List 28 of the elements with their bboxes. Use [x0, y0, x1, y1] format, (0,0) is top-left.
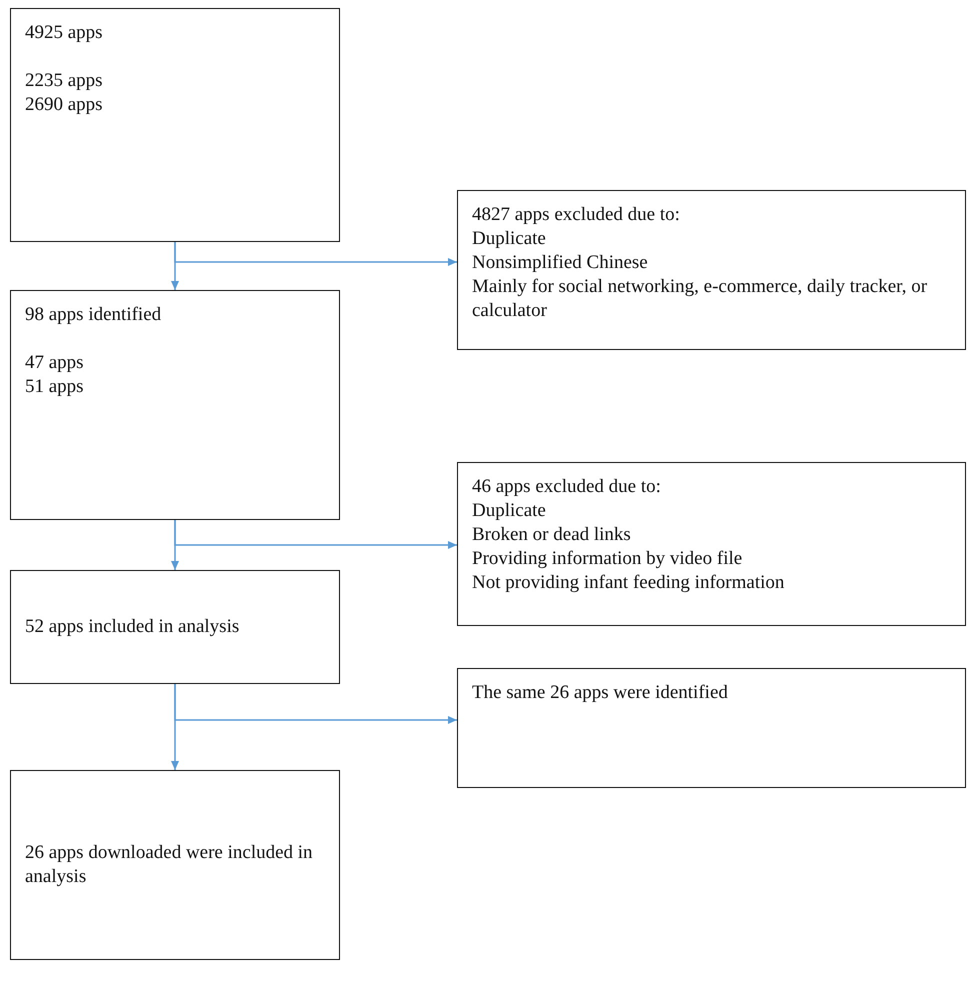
process-box — [10, 770, 340, 960]
box-text: Providing information by video file — [472, 547, 744, 571]
box-text: 46 apps excluded due to: — [472, 475, 662, 499]
box-text: 47 apps — [25, 351, 85, 375]
process-box — [10, 8, 340, 242]
box-text: 51 apps — [25, 375, 85, 399]
box-text: 2235 apps — [25, 69, 104, 93]
box-text: Duplicate — [472, 499, 547, 523]
box-text: Not providing infant feeding information — [472, 571, 786, 595]
box-text: 4925 apps — [25, 21, 104, 45]
box-text: Mainly for social networking, e-commerce, daily tracker, or calculator — [472, 275, 928, 323]
process-box — [10, 570, 340, 684]
arrow — [174, 242, 457, 266]
box-text: 98 apps identified — [25, 303, 162, 327]
exclusion-box — [457, 462, 966, 626]
box-text: 26 apps downloaded were included in analysis — [25, 841, 314, 889]
process-box — [10, 290, 340, 520]
exclusion-box — [457, 668, 966, 788]
box-text: The same 26 apps were identified — [472, 681, 729, 705]
box-text: 52 apps included in analysis — [25, 615, 240, 639]
box-text: Nonsimplified Chinese — [472, 251, 649, 275]
box-text: 4827 apps excluded due to: — [472, 203, 681, 227]
arrow — [174, 684, 457, 724]
box-text: Broken or dead links — [472, 523, 632, 547]
box-text: 2690 apps — [25, 93, 104, 117]
arrow — [174, 520, 457, 549]
exclusion-box — [457, 190, 966, 350]
box-text: Duplicate — [472, 227, 547, 251]
